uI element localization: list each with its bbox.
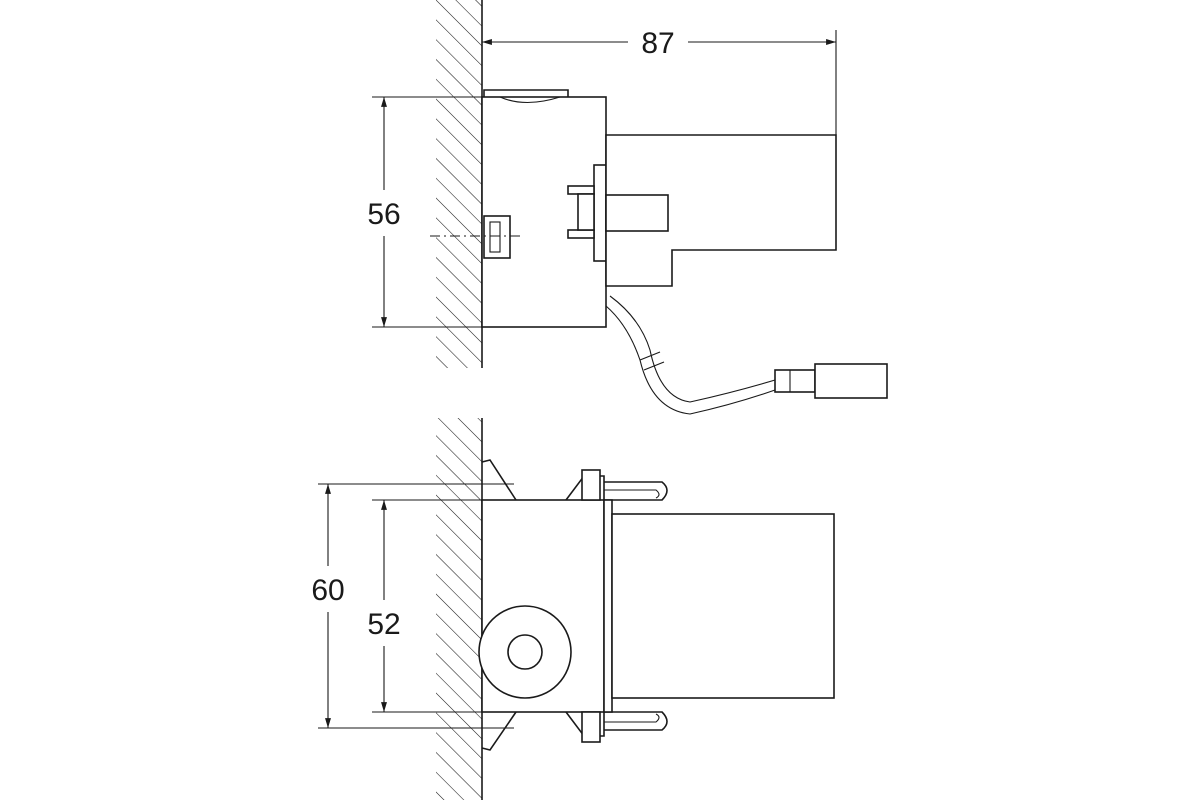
- clip-top-block: [581, 469, 601, 501]
- stem-top: [567, 185, 595, 195]
- top-view: 60 52: [311, 418, 835, 800]
- stem-bottom: [567, 229, 595, 239]
- connector-collar: [774, 369, 816, 393]
- housing-lip: [483, 89, 569, 97]
- plan-flange: [603, 499, 613, 713]
- clip-bottom-spring-b: [604, 713, 660, 723]
- inner-bracket: [483, 215, 511, 259]
- cable-path-b: [605, 305, 776, 415]
- clip-bottom-spring-a: [604, 711, 668, 731]
- connector-plug: [814, 363, 888, 399]
- plan-solenoid: [611, 513, 835, 699]
- wall-hatch-top: [436, 0, 482, 368]
- cable-break-1: [639, 351, 661, 361]
- dim-label-52: 52: [367, 608, 400, 641]
- port-inner: [507, 634, 543, 670]
- dim-label-56: 56: [367, 198, 400, 231]
- cable-path-a: [609, 295, 776, 403]
- stem-core: [577, 193, 595, 231]
- solenoid-insert: [605, 194, 669, 232]
- side-view: 87 56: [367, 0, 888, 415]
- inner-bracket-slot: [489, 221, 501, 253]
- flange-plate: [593, 164, 607, 262]
- clip-bottom-left: [481, 711, 517, 751]
- cable-break-2: [643, 361, 665, 371]
- housing-curve: [499, 96, 561, 104]
- dim-label-60: 60: [311, 574, 344, 607]
- wall-hatch-bottom: [436, 418, 482, 800]
- clip-top-spring-b: [604, 489, 660, 499]
- dim-label-87: 87: [641, 27, 674, 60]
- clip-top-left: [481, 459, 517, 501]
- clip-top-spring-a: [604, 481, 668, 501]
- clip-bottom-block: [581, 711, 601, 743]
